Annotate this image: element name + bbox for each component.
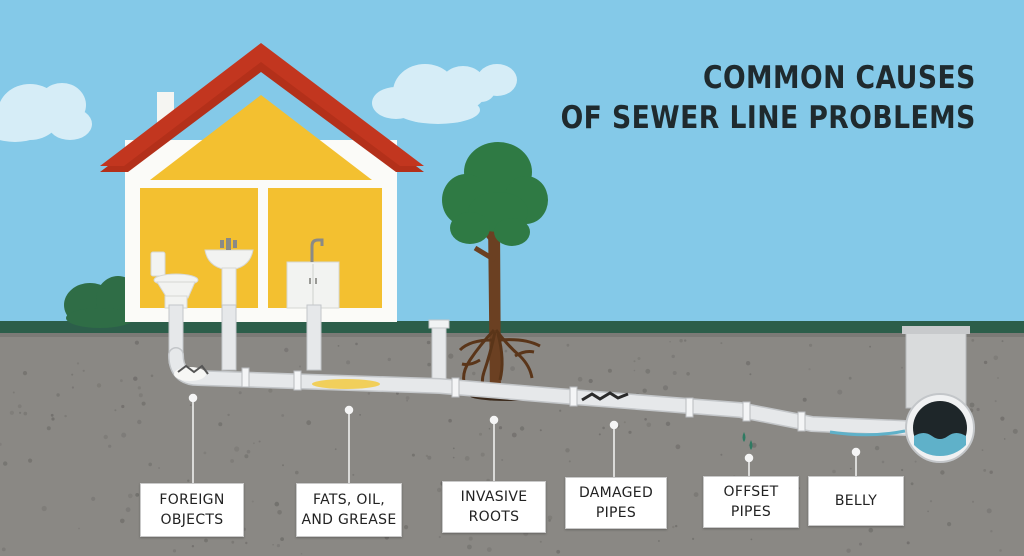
gable-wall xyxy=(150,95,372,180)
kitchen-cabinet xyxy=(286,238,340,309)
cloud-left xyxy=(0,83,92,142)
main-sewer-manhole xyxy=(902,326,975,463)
title-line-2: OF SEWER LINE PROBLEMS xyxy=(560,100,976,136)
label-offset-pipes: OFFSET PIPES xyxy=(703,476,799,528)
roof-shadow xyxy=(100,50,424,172)
sink-faucet xyxy=(220,238,237,250)
toilet xyxy=(150,251,199,309)
pipe-crack xyxy=(581,391,629,402)
title-line-1: COMMON CAUSES xyxy=(703,60,976,96)
grass-strip xyxy=(0,321,1024,333)
label-fats-oil-grease: FATS, OIL, AND GREASE xyxy=(296,483,402,537)
leader-lines xyxy=(188,393,861,483)
ground-highlight xyxy=(0,333,1024,337)
grease-deposit xyxy=(312,379,380,389)
house xyxy=(100,43,424,322)
belly-water xyxy=(829,429,906,437)
roof xyxy=(100,43,424,166)
foreign-debris xyxy=(174,364,209,381)
label-damaged-pipes: DAMAGED PIPES xyxy=(565,477,667,529)
diagram-title: COMMON CAUSES OF SEWER LINE PROBLEMS xyxy=(561,58,976,138)
cloud-center xyxy=(372,64,517,124)
label-foreign-objects: FOREIGN OBJECTS xyxy=(140,483,244,537)
vent-pipe xyxy=(428,319,450,389)
label-invasive-roots: INVASIVE ROOTS xyxy=(442,481,546,533)
wall-left xyxy=(140,188,258,308)
offset-leak xyxy=(742,432,753,450)
label-belly: BELLY xyxy=(808,476,904,526)
